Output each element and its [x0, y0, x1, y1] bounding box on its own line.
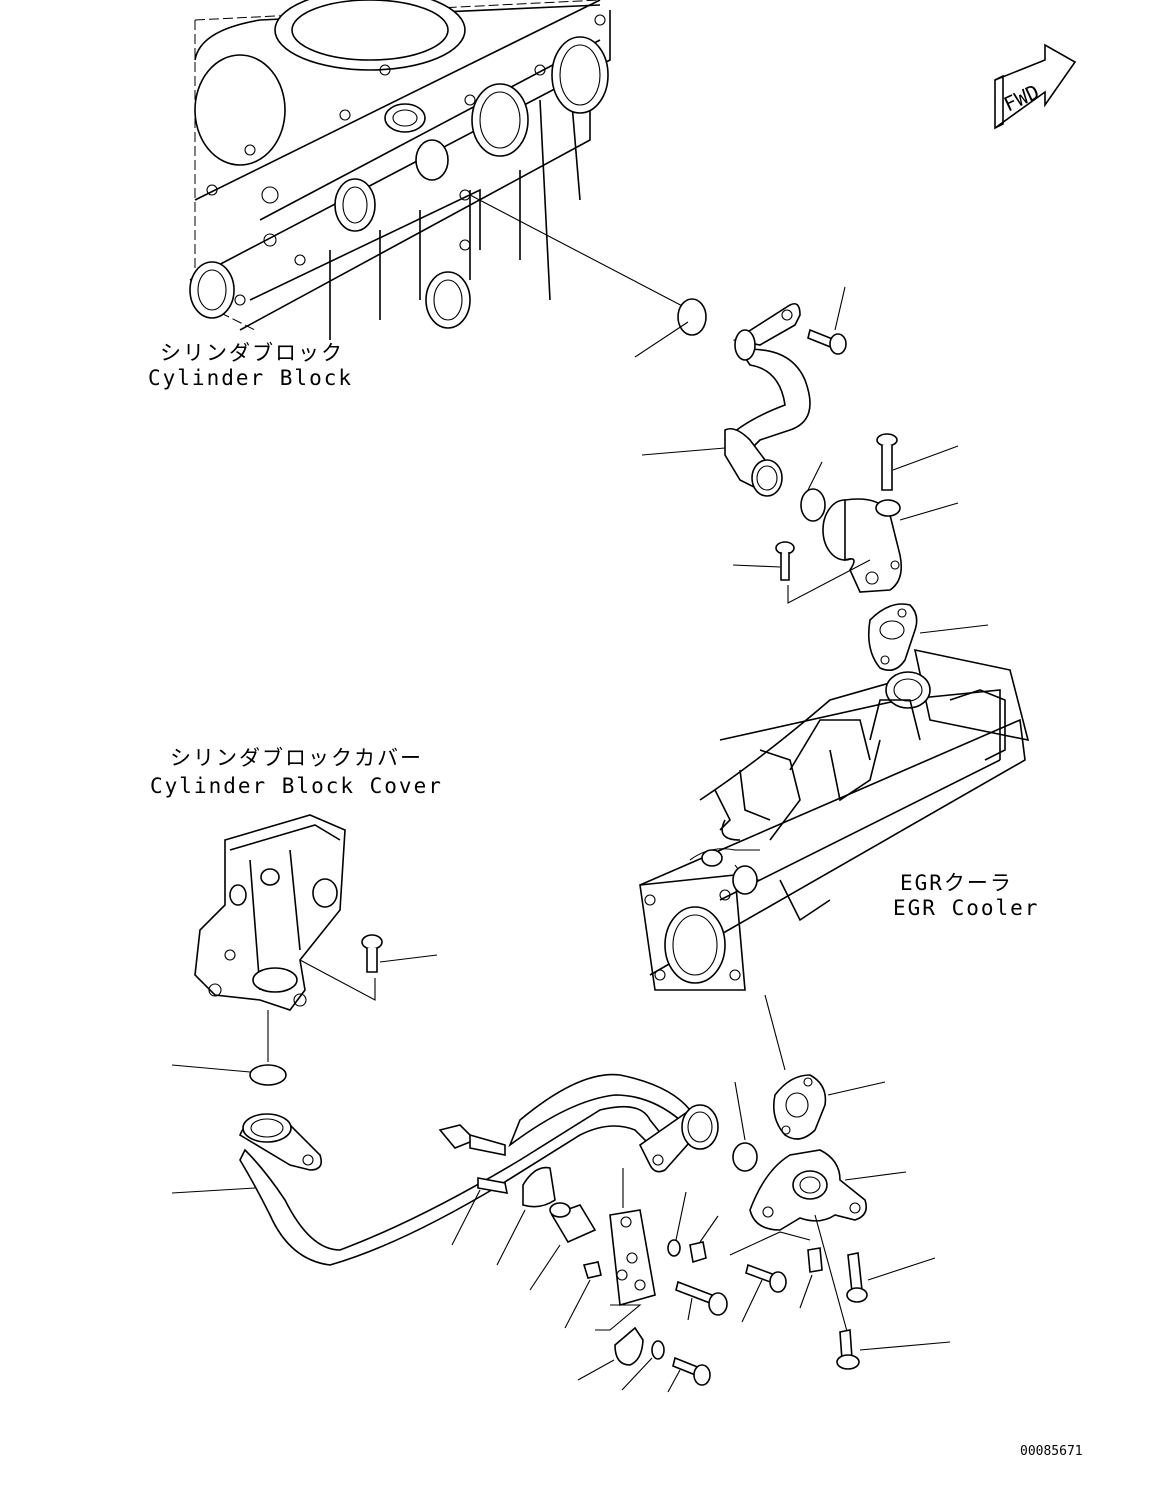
- o-ring-cover: [171, 1064, 287, 1086]
- bolt-lower-2: [667, 1356, 711, 1393]
- figure-code: 00085671: [1020, 1444, 1083, 1459]
- egr-cooler-label-jp: EGRクーラ: [900, 871, 1013, 895]
- stud-lower: [451, 1177, 509, 1246]
- o-ring-middle: [800, 461, 826, 522]
- cylinder-block-label-en: Cylinder Block: [148, 366, 353, 390]
- egr-cooler: [639, 648, 1030, 1071]
- bolt-lower-1: [675, 1280, 728, 1321]
- plug-lower: [799, 1247, 823, 1309]
- cylinder-block-label-jp: シリンダブロック: [160, 341, 344, 365]
- nut-small-1: [564, 1261, 602, 1329]
- bracket-plate: [595, 1168, 656, 1331]
- bolt-left-upper: [732, 541, 871, 604]
- bolt-upper-2: [876, 433, 959, 491]
- clip-lower: [577, 1326, 644, 1381]
- water-pipe-upper: [641, 302, 811, 497]
- cylinder-block-cover-label-en: Cylinder Block Cover: [150, 774, 443, 798]
- bolt-upper-1: [807, 286, 847, 355]
- bolt-lower-4: [846, 1252, 936, 1303]
- fwd-label: FWD: [1000, 80, 1043, 117]
- bolt-lower-3: [729, 1231, 811, 1323]
- cylinder-block-cover-label-jp: シリンダブロックカバー: [170, 746, 423, 770]
- fwd-arrow-icon: FWD: [994, 43, 1077, 130]
- egr-cooler-label-en: EGR Cooler: [893, 896, 1039, 920]
- outlet-connector: [749, 1149, 907, 1336]
- o-ring-upper: [634, 298, 707, 358]
- nut-small-2: [689, 1215, 719, 1264]
- bolt-lower-5: [836, 1329, 951, 1370]
- elbow-connector: [822, 498, 959, 593]
- gasket-lower: [772, 1074, 886, 1140]
- spacer-sleeve: [529, 1202, 597, 1291]
- o-ring-lower-right: [732, 1081, 758, 1172]
- washer-1: [667, 1191, 687, 1257]
- bolt-cover: [299, 934, 438, 1001]
- cylinder-block: [189, 0, 611, 340]
- cylinder-block-cover: [194, 814, 346, 1062]
- gasket-upper: [867, 603, 989, 671]
- clamp-plate: [496, 1166, 556, 1266]
- water-pipe-lower: [171, 1073, 719, 1266]
- washer-2: [621, 1340, 665, 1391]
